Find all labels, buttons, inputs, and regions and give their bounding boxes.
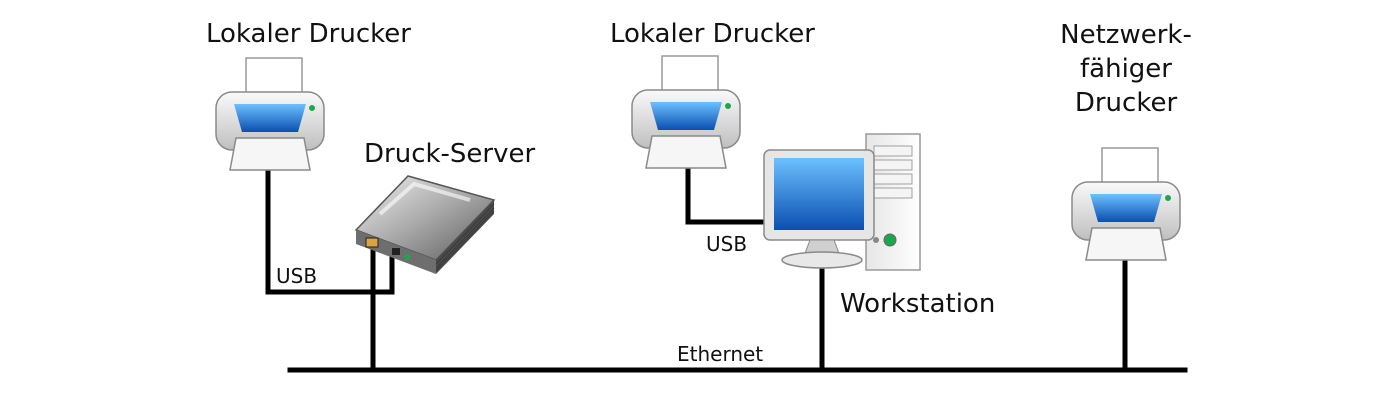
workstation-icon [763, 133, 921, 271]
label-network-printer-line-1: Netzwerk- [1060, 20, 1192, 50]
label-printer-middle: Lokaler Drucker [610, 19, 815, 49]
label-network-printer: Netzwerk- fähiger Drucker [1060, 18, 1192, 120]
label-workstation: Workstation [840, 289, 996, 319]
usb-cable-left [265, 165, 395, 295]
label-network-printer-line-2: fähiger [1080, 54, 1172, 84]
print-server-icon [354, 175, 496, 274]
label-usb-middle: USB [706, 232, 748, 256]
label-usb-left: USB [276, 264, 318, 288]
cables [265, 165, 1188, 373]
usb-cable-middle [685, 165, 773, 225]
printer-icon [1071, 147, 1181, 261]
label-ethernet: Ethernet [677, 342, 764, 366]
label-print-server: Druck-Server [364, 139, 536, 169]
printer-icon [631, 55, 741, 169]
label-network-printer-line-3: Drucker [1074, 88, 1178, 118]
printer-icon [215, 57, 325, 171]
label-printer-left: Lokaler Drucker [206, 19, 411, 49]
